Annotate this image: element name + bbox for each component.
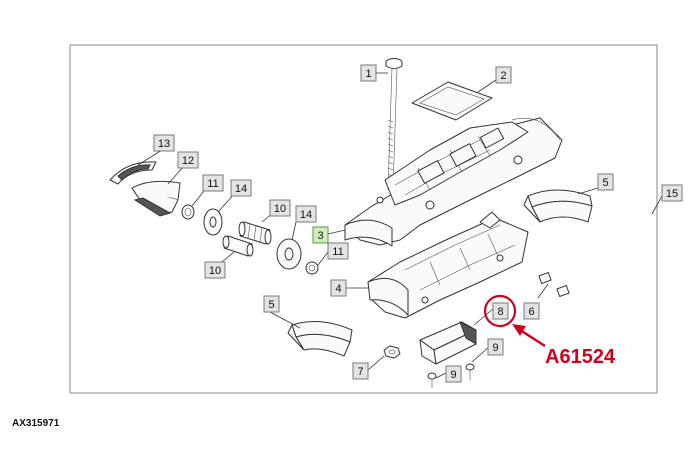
screw-part-9-right [465, 363, 475, 380]
callout-5-right-label: 5 [602, 177, 608, 189]
callout-2-label: 2 [500, 70, 506, 82]
callout-14-lower-label: 14 [300, 209, 312, 221]
roller-part-10-upper [238, 221, 272, 245]
callout-4-label: 4 [335, 283, 341, 295]
annotation-arrow-head [512, 324, 526, 336]
callout-7-label: 7 [357, 366, 363, 378]
callout-13-label: 13 [158, 138, 170, 150]
annotation-arrow [519, 328, 546, 348]
curved-shell-part-13 [109, 161, 157, 185]
callout-11-upper[interactable]: 11 [202, 174, 224, 192]
annotation-circle [483, 294, 517, 328]
diagram-code: AX315971 [12, 418, 60, 429]
washer-part-14-lower [276, 238, 302, 270]
gasket-part-2 [411, 81, 493, 121]
roller-part-10-lower [222, 235, 254, 257]
callout-11-lower-label: 11 [332, 246, 343, 258]
callout-10-lower[interactable]: 10 [204, 261, 226, 279]
callout-11-upper-label: 11 [207, 178, 218, 190]
callout-15[interactable]: 15 [661, 184, 683, 202]
callout-3[interactable]: 3 [312, 226, 329, 244]
callout-13[interactable]: 13 [153, 134, 175, 152]
callout-7[interactable]: 7 [352, 362, 369, 380]
diagram-frame [69, 44, 658, 394]
callout-15-label: 15 [666, 188, 678, 200]
callout-6-label: 6 [528, 306, 534, 318]
callout-9-right[interactable]: 9 [487, 338, 504, 356]
lower-housing-part-4 [367, 211, 529, 319]
annotation-text: A61524 [545, 346, 616, 368]
callout-9-left[interactable]: 9 [445, 365, 462, 383]
callout-1[interactable]: 1 [360, 64, 377, 82]
callout-5-right[interactable]: 5 [597, 173, 614, 191]
callout-10-lower-label: 10 [209, 265, 221, 277]
callout-5-left-label: 5 [268, 299, 274, 311]
pad-part-6 [538, 272, 570, 297]
callout-6[interactable]: 6 [523, 302, 540, 320]
callout-9-right-label: 9 [492, 342, 498, 354]
callout-12-label: 12 [182, 155, 194, 167]
half-shell-part-12 [131, 180, 181, 217]
callout-8[interactable]: 8 [492, 302, 509, 320]
callout-8-label: 8 [497, 306, 503, 318]
callout-14-upper[interactable]: 14 [230, 179, 252, 197]
washer-part-14-upper [203, 208, 223, 236]
upper-housing-part-15 [344, 117, 563, 247]
callout-12[interactable]: 12 [177, 151, 199, 169]
bolt-part-1 [385, 58, 403, 191]
callout-11-lower[interactable]: 11 [327, 242, 349, 260]
callout-5-left[interactable]: 5 [263, 295, 280, 313]
nut-part-7 [383, 345, 401, 359]
bearing-shell-left-part-5 [287, 320, 353, 357]
screw-part-9-left [427, 372, 437, 388]
o-ring-part-11-upper [181, 204, 195, 220]
callout-3-label: 3 [317, 230, 323, 242]
callout-14-lower[interactable]: 14 [295, 205, 317, 223]
callout-2[interactable]: 2 [495, 66, 512, 84]
callout-4[interactable]: 4 [330, 279, 347, 297]
wedge-block-part-8 [419, 320, 477, 365]
callout-10-upper[interactable]: 10 [269, 199, 291, 217]
callout-1-label: 1 [365, 68, 371, 80]
callout-9-left-label: 9 [450, 369, 456, 381]
callout-14-upper-label: 14 [235, 183, 247, 195]
annotation-group: A61524 [483, 294, 616, 368]
callout-10-upper-label: 10 [274, 203, 286, 215]
o-ring-part-11-lower [305, 261, 319, 275]
bearing-shell-right-part-5 [523, 189, 593, 223]
